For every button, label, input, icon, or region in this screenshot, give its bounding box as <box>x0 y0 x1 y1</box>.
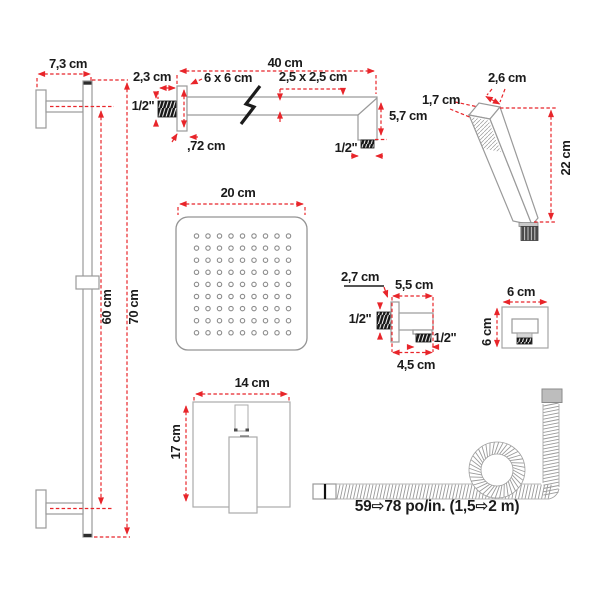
valve-trim-dimensions <box>183 391 290 502</box>
dim-label-arm-thread-length: 2,3 cm <box>132 69 172 84</box>
dim-label-escutcheon-height: 6 cm <box>479 317 494 347</box>
dim-label-escutcheon-width: 6 cm <box>506 284 536 299</box>
dim-label-hand-depth: 1,7 cm <box>421 92 461 107</box>
hose-drawing <box>312 388 563 500</box>
diverter-button <box>234 404 249 432</box>
dim-label-arm-outlet-thread: 1/2" <box>334 140 358 155</box>
bar-top-cap <box>83 81 92 85</box>
elbow-wall-thread <box>376 311 392 330</box>
pipe-break-symbol <box>239 85 262 125</box>
dim-label-arm-flange: 6 x 6 cm <box>203 70 253 85</box>
arm-outlet-thread <box>360 139 375 149</box>
dim-label-elbow-outlet-thread: 1/2" <box>433 330 457 345</box>
spray-face-hatch <box>470 117 501 152</box>
shower-arm-dimensions <box>153 68 387 159</box>
hand-shower-thread <box>520 226 539 241</box>
dim-label-arm-tube-section: 2,5 x 2,5 cm <box>278 69 348 84</box>
dim-label-elbow-projection: 2,7 cm <box>340 269 380 284</box>
slider-block <box>75 275 100 290</box>
dim-label-hand-length: 22 cm <box>558 140 573 176</box>
dim-label-arm-thread-size: 1/2" <box>131 98 155 113</box>
escutcheon-dimensions <box>494 299 548 348</box>
escutcheon-drawing <box>501 306 549 349</box>
hand-shower-dimensions <box>449 88 556 223</box>
dim-label-arm-flange-thickness: ,72 cm <box>186 138 226 153</box>
shower-head-drawing <box>175 216 308 351</box>
elbow-outlet-thread <box>415 333 432 343</box>
dim-label-slidebar-span: 60 cm <box>99 289 114 325</box>
bar-bottom-cap <box>83 533 92 537</box>
dim-label-elbow-bottom-width: 4,5 cm <box>396 357 436 372</box>
dim-label-elbow-top-width: 5,5 cm <box>394 277 434 292</box>
slide-bar-drawing <box>35 80 100 538</box>
outlet-elbow-dimensions <box>344 285 440 356</box>
outlet-elbow-drawing <box>376 301 434 343</box>
dim-label-arm-drop: 5,7 cm <box>388 108 428 123</box>
dim-label-slidebar-width: 7,3 cm <box>48 56 88 71</box>
valve-trim-drawing <box>192 401 291 514</box>
hose-vertical-ridges <box>543 402 559 496</box>
arm-wall-thread <box>157 100 178 118</box>
dim-label-valve-height: 17 cm <box>168 424 183 460</box>
hose-nut-fitting <box>541 388 563 403</box>
valve-handle <box>228 436 258 514</box>
dim-label-elbow-wall-thread: 1/2" <box>348 311 372 326</box>
dim-label-hand-width: 2,6 cm <box>487 70 527 85</box>
dim-label-arm-length: 40 cm <box>267 55 303 70</box>
arm-flange <box>176 85 188 132</box>
nozzle-grid <box>193 233 292 336</box>
dim-label-head-width: 20 cm <box>220 185 256 200</box>
hose-loop-ridges <box>468 441 526 499</box>
slide-bar-dimensions <box>36 71 130 538</box>
hand-shower-drawing <box>467 102 539 241</box>
shower-head-dimensions <box>177 201 306 215</box>
dim-label-valve-width: 14 cm <box>234 375 270 390</box>
hose-length-label: 59⇨78 po/in. (1,5⇨2 m) <box>354 498 520 515</box>
dim-label-slidebar-total: 70 cm <box>126 289 141 325</box>
